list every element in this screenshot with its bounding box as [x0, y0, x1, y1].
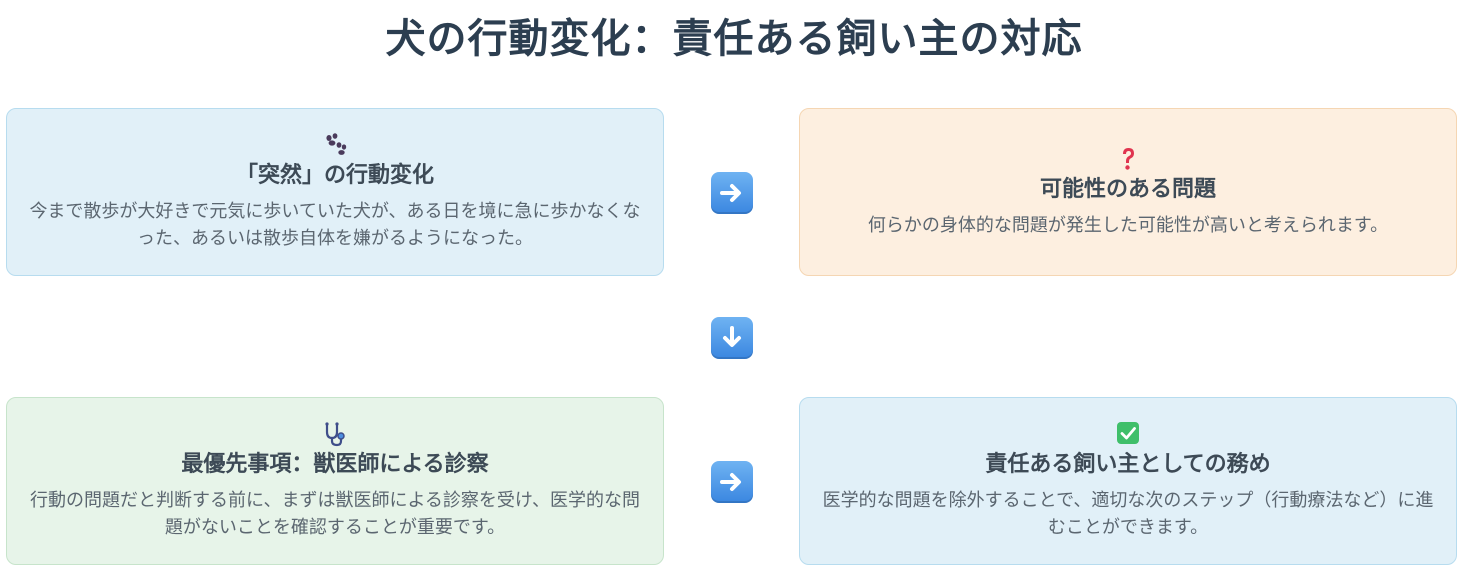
down-arrow-icon: [711, 317, 753, 359]
step-description: 行動の問題だと判断する前に、まずは獣医師による診察を受け、医学的な問題がないこと…: [29, 490, 641, 538]
step-card-responsibility: 責任ある飼い主としての務め 医学的な問題を除外することで、適切な次のステップ（行…: [799, 397, 1457, 565]
stethoscope-icon: [322, 421, 348, 447]
right-arrow-icon: [711, 172, 753, 214]
step-description: 医学的な問題を除外することで、適切な次のステップ（行動療法など）に進むことができ…: [822, 490, 1434, 538]
page-title: 犬の行動変化：責任ある飼い主の対応: [385, 16, 1083, 62]
step-heading: 責任ある飼い主としての務め: [985, 452, 1271, 477]
step-description: 何らかの身体的な問題が発生した可能性が高いと考えられます。: [867, 214, 1389, 236]
question-mark-icon: [1116, 146, 1140, 172]
right-arrow-icon: [711, 461, 753, 503]
step-card-possible-problem: 可能性のある問題 何らかの身体的な問題が発生した可能性が高いと考えられます。: [799, 108, 1457, 276]
step-heading: 「突然」の行動変化: [235, 163, 434, 188]
step-heading: 可能性のある問題: [1039, 176, 1216, 202]
check-mark-icon: [1116, 421, 1140, 447]
step-heading: 最優先事項：獣医師による診察: [181, 452, 489, 477]
paw-icon: [323, 132, 347, 158]
step-card-sudden-change: 「突然」の行動変化 今まで散歩が大好きで元気に歩いていた犬が、ある日を境に急に歩…: [6, 108, 664, 276]
step-description: 今まで散歩が大好きで元気に歩いていた犬が、ある日を境に急に歩かなくなった、あるい…: [29, 201, 641, 249]
step-card-vet-exam: 最優先事項：獣医師による診察 行動の問題だと判断する前に、まずは獣医師による診察…: [6, 397, 664, 565]
